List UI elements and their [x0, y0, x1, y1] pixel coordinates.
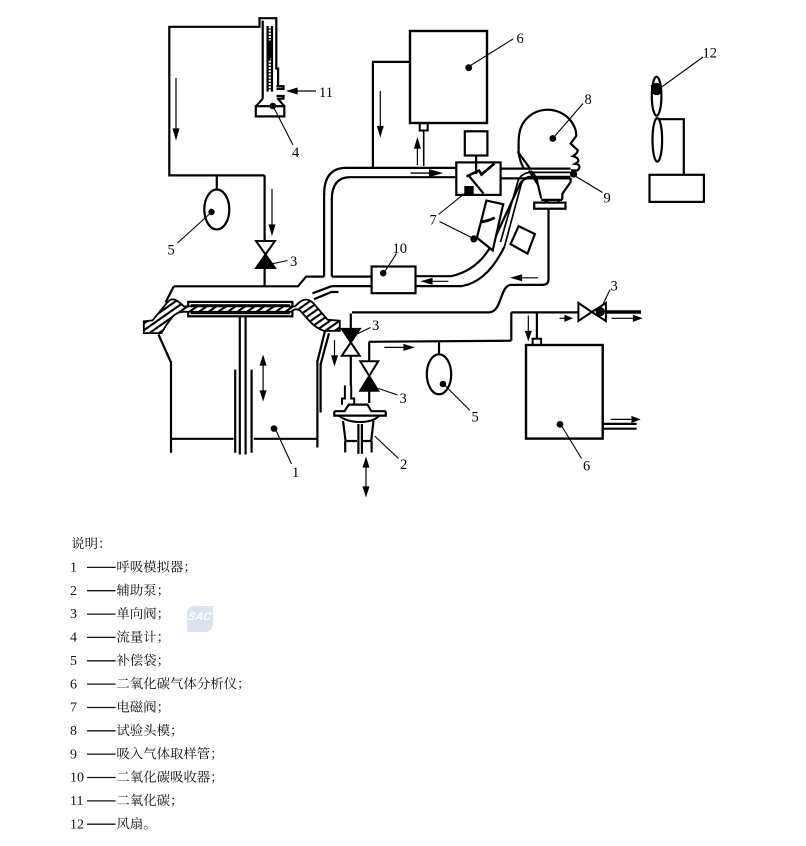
svg-text:11: 11 [70, 794, 83, 809]
svg-text:6: 6 [517, 31, 524, 47]
svg-text:9: 9 [604, 191, 611, 207]
svg-text:2: 2 [70, 584, 77, 599]
svg-text:5: 5 [472, 410, 479, 426]
svg-text:3: 3 [400, 391, 407, 407]
svg-text:8: 8 [585, 92, 592, 108]
svg-text:3: 3 [611, 279, 618, 295]
svg-text:1: 1 [70, 561, 77, 576]
svg-text:3: 3 [70, 607, 77, 622]
svg-text:5: 5 [70, 654, 77, 669]
svg-text:9: 9 [70, 747, 77, 762]
svg-text:10: 10 [393, 241, 408, 257]
svg-text:12: 12 [703, 46, 718, 62]
svg-text:1: 1 [292, 465, 299, 481]
svg-text:10: 10 [70, 771, 84, 786]
svg-text:7: 7 [70, 701, 77, 716]
svg-text:3: 3 [290, 254, 297, 270]
svg-text:2: 2 [400, 457, 407, 473]
svg-text:4: 4 [292, 145, 300, 161]
svg-text:11: 11 [319, 85, 333, 101]
svg-text:8: 8 [70, 724, 77, 739]
svg-text:4: 4 [70, 631, 77, 646]
svg-text:5: 5 [168, 243, 175, 259]
svg-text:6: 6 [70, 677, 77, 692]
svg-text:12: 12 [70, 817, 84, 832]
svg-text:6: 6 [583, 459, 590, 475]
svg-text:7: 7 [430, 213, 437, 229]
svg-text:3: 3 [372, 318, 379, 334]
